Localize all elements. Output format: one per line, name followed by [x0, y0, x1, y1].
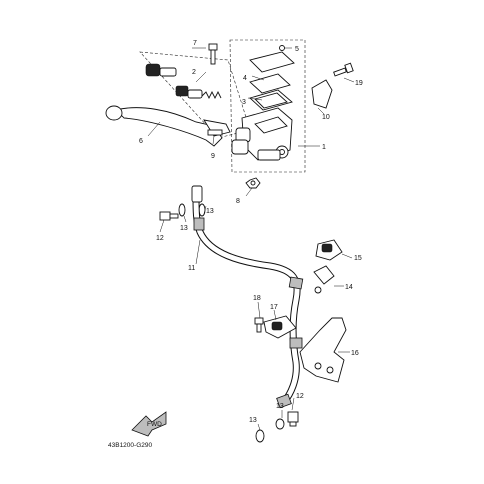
diaphragm: [249, 89, 293, 111]
callout-13-bottom-a: 13: [249, 417, 257, 424]
bolt-18: [254, 317, 264, 333]
lever-pin-9: [207, 129, 223, 136]
union-bolt-bottom: [287, 411, 299, 427]
callout-15: 15: [354, 255, 362, 262]
callout-16: 16: [351, 350, 359, 357]
callout-13-top-b: 13: [206, 208, 214, 215]
fwd-arrow-icon: FWD: [131, 411, 167, 437]
union-bolt-top: [159, 211, 179, 221]
front-stop-switch: [311, 79, 333, 109]
reservoir-group-box: [229, 39, 306, 173]
piston-kit: [145, 63, 222, 100]
callout-17: 17: [270, 304, 278, 311]
callout-4: 4: [243, 75, 247, 82]
washer-bottom-a: [255, 429, 265, 443]
hose-guide-17: [263, 315, 297, 339]
cap-plate: [249, 73, 291, 94]
nut-8: [245, 177, 261, 189]
bolt-7: [208, 43, 218, 65]
hose-bracket-16: [299, 317, 347, 383]
washer-bottom-b: [275, 418, 285, 430]
hose-clamp-15: [315, 239, 343, 261]
callout-labels: 1 2 3 4 5 6 7 8 9 10 11 12 13 13 14 15 1…: [139, 40, 363, 424]
callout-19: 19: [355, 80, 363, 87]
fwd-label: FWD: [147, 421, 162, 428]
callout-6: 6: [139, 138, 143, 145]
callout-14: 14: [345, 284, 353, 291]
callout-7: 7: [193, 40, 197, 47]
callout-1: 1: [322, 144, 326, 151]
callout-18: 18: [253, 295, 261, 302]
washer-top-a: [178, 203, 186, 217]
reservoir-cap: [249, 51, 295, 73]
callout-2: 2: [192, 69, 196, 76]
brake-hose: [191, 185, 304, 409]
callout-13-bottom-b: 13: [276, 403, 284, 410]
callout-12-bottom: 12: [296, 393, 304, 400]
brake-lever: [105, 105, 231, 147]
callout-3: 3: [242, 99, 246, 106]
callout-9: 9: [211, 153, 215, 160]
callout-11: 11: [188, 265, 195, 272]
callout-10: 10: [322, 114, 330, 121]
master-cylinder-body: [231, 107, 293, 161]
hose-holder-14: [313, 265, 335, 294]
bolt-19: [333, 62, 354, 77]
callout-5: 5: [295, 46, 299, 53]
cap-screw: [279, 45, 285, 51]
reference-code: 43B1200-G290: [108, 442, 152, 449]
callout-13-top-a: 13: [180, 225, 188, 232]
callout-8: 8: [236, 198, 240, 205]
callout-12-top: 12: [156, 235, 164, 242]
leader-lines: [147, 47, 355, 431]
